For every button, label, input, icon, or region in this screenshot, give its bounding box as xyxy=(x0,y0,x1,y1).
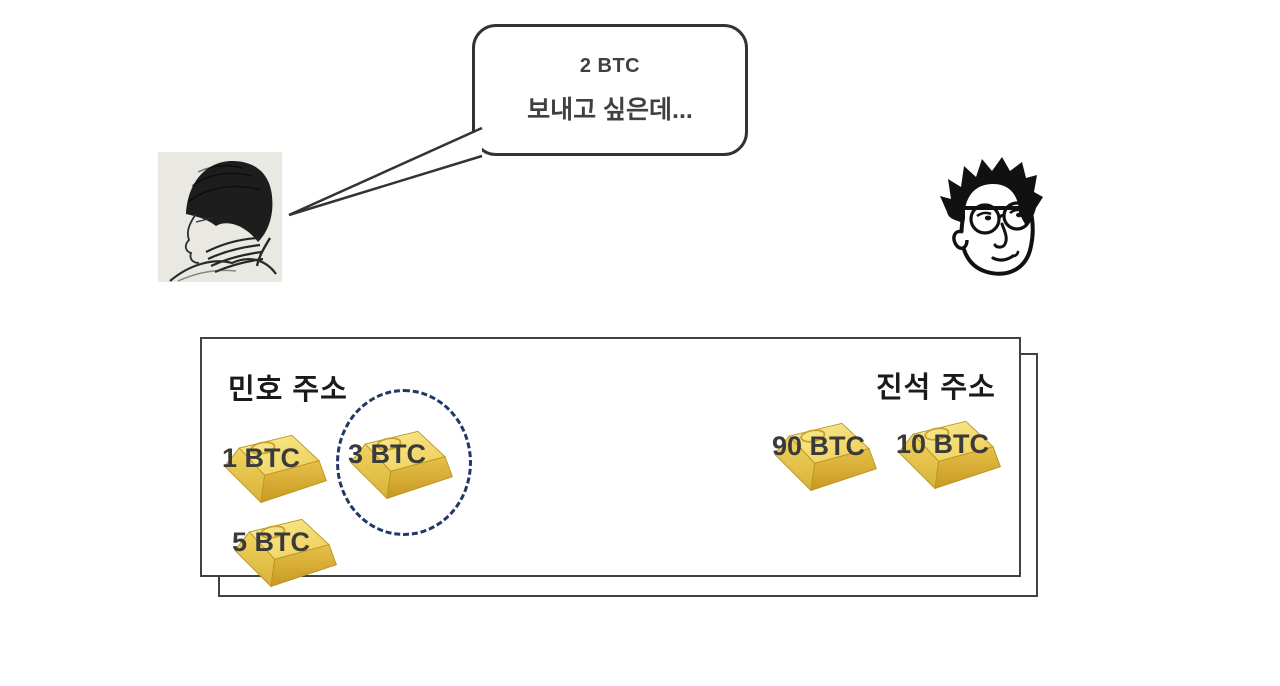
minho-address-title: 민호 주소 xyxy=(228,374,348,406)
utxo-5btc: 5 BTC xyxy=(222,505,340,599)
gold-bar-icon xyxy=(224,434,327,504)
utxo-amount-label: 3 BTC xyxy=(348,439,427,469)
utxo-90btc: 90 BTC xyxy=(762,409,880,503)
utxo-amount-label: 1 BTC xyxy=(222,443,301,473)
utxo-amount-label: 90 BTC xyxy=(772,431,866,461)
minho-portrait-sketch xyxy=(158,152,282,282)
utxo-3btc-selected: 3 BTC xyxy=(338,417,456,511)
utxo-10btc: 10 BTC xyxy=(886,407,1004,501)
speech-bubble: 2 BTC 보내고 싶은데... xyxy=(472,24,748,156)
bubble-message-text: 보내고 싶은데... xyxy=(527,95,693,124)
utxo-amount-label: 5 BTC xyxy=(232,527,311,557)
jinseok-portrait-cartoon xyxy=(940,157,1043,276)
utxo-amount-label: 10 BTC xyxy=(896,429,990,459)
gold-bar-icon xyxy=(350,430,453,500)
gold-bar-icon xyxy=(234,518,337,588)
utxo-1btc: 1 BTC xyxy=(212,421,330,515)
gold-bar-icon xyxy=(774,422,877,492)
gold-bar-icon xyxy=(898,420,1001,490)
speech-bubble-tail xyxy=(288,126,483,217)
bubble-amount-text: 2 BTC xyxy=(579,54,641,77)
dashed-selection-circle xyxy=(336,389,472,536)
jinseok-address-title: 진석 주소 xyxy=(876,372,996,404)
